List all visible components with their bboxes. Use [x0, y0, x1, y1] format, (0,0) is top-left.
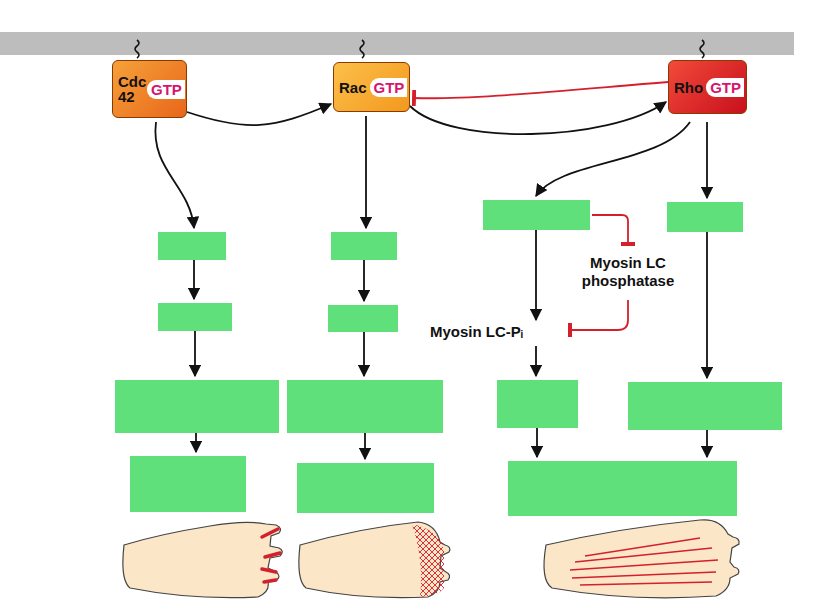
effector-boxes — [115, 200, 782, 516]
filopodia-actin — [262, 529, 280, 582]
lamellipodium-actin — [412, 524, 444, 597]
gtpase-box: RacGTP — [333, 62, 410, 112]
lipid-anchors — [135, 40, 704, 58]
text-label: Myosin LC-Pᵢ — [428, 323, 525, 341]
activation-connector — [410, 102, 666, 134]
text-label: Myosin LC phosphatase — [566, 254, 690, 290]
protein-name: Rho — [674, 80, 703, 95]
protein-name: Cdc 42 — [118, 74, 144, 104]
pathway-arrows — [155, 116, 707, 459]
stress-fibers — [570, 538, 718, 585]
gtpase-box: RhoGTP — [668, 60, 747, 114]
nucleotide-label: GTP — [370, 78, 408, 97]
activation-connector — [187, 104, 331, 125]
gtpase-box: Cdc 42GTP — [112, 60, 187, 118]
cells — [123, 520, 739, 598]
nucleotide-label: GTP — [147, 80, 185, 99]
membrane — [0, 32, 794, 55]
protein-name: Rac — [339, 80, 367, 95]
nucleotide-label: GTP — [706, 78, 744, 97]
inhibition-connector — [414, 82, 668, 98]
